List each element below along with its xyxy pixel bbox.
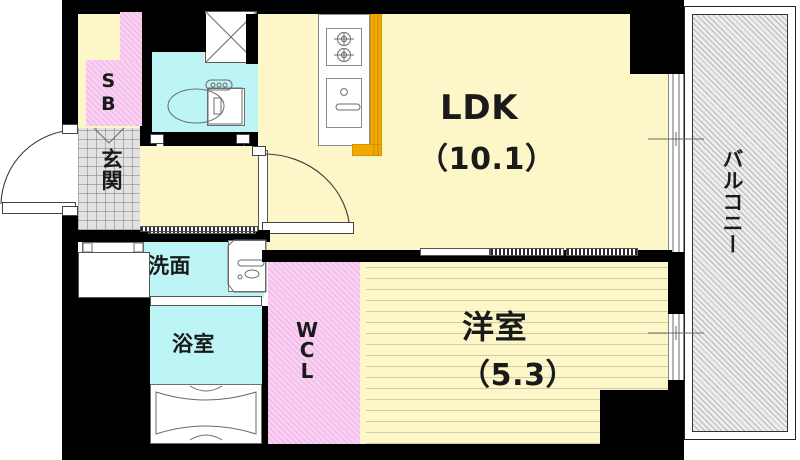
bathtub — [155, 385, 257, 441]
exterior-wall-top — [62, 0, 682, 14]
ldk-area-label: （10.1） — [418, 142, 556, 177]
bedroom-floor — [366, 262, 668, 444]
wall-toilet-bottom — [140, 132, 258, 146]
bedroom-sliding-door-panes — [672, 314, 680, 380]
bedroom-label: 洋室 — [462, 308, 528, 346]
wall-bedroom-bottom-right — [600, 390, 684, 460]
bedroom-closet-strip — [360, 262, 366, 444]
kitchen-counter-accent — [370, 14, 382, 156]
wcl-letter-w: W — [296, 318, 319, 342]
bath-floor — [150, 306, 262, 384]
entrance-tile-floor — [78, 128, 140, 230]
shoebox-main — [86, 60, 142, 126]
ldk-label: LDK — [440, 88, 519, 128]
shoebox-label: SB — [97, 70, 120, 116]
wall-toilet-top-strip — [140, 14, 206, 52]
toilet-door-jamb-right — [236, 134, 250, 144]
entrance-door-jamb-top — [62, 124, 78, 134]
bedroom-area-label: （5.3） — [460, 358, 577, 393]
wall-bath-wcl-divider — [262, 384, 268, 444]
balcony-label: バルコニー — [720, 148, 744, 256]
exterior-wall-right-mid — [668, 252, 684, 314]
vanity-sink-details — [227, 239, 267, 293]
ldk-door-open-marker — [648, 132, 704, 146]
shoebox-riser — [120, 12, 142, 62]
structural-column-ldk — [630, 10, 684, 74]
entrance-door-jamb-bottom — [62, 206, 78, 216]
bedroom-door-open-marker — [648, 326, 704, 340]
entrance-label: 玄関 — [99, 148, 123, 191]
wall-toilet-right — [246, 14, 258, 64]
bath-door-panel[interactable] — [150, 296, 262, 306]
toilet-fixture-tank — [207, 88, 245, 126]
bedroom-upper-band — [420, 248, 490, 256]
corridor-floor — [140, 146, 258, 230]
corridor-door-jamb-top — [252, 146, 266, 156]
washroom-lower-recess — [78, 252, 150, 298]
gas-stove-burners — [334, 32, 354, 62]
bedroom-vent-band-a — [490, 248, 564, 256]
entrance-step-marker — [93, 127, 125, 144]
exterior-wall-bottom — [62, 444, 682, 460]
washroom-label: 洗面 — [148, 254, 191, 278]
toilet-door-jamb-top — [150, 134, 164, 144]
bath-label: 浴室 — [172, 332, 215, 356]
wcl-label: W C L — [296, 318, 319, 383]
bathtub-area — [150, 384, 262, 444]
balcony-surface — [692, 14, 788, 432]
kitchen-faucet — [335, 88, 361, 111]
entrance-door-swing-arc — [0, 129, 77, 205]
entrance-washroom-vent-band — [140, 226, 258, 232]
kitchen-sink — [326, 78, 362, 128]
ldk-balcony-sliding-door[interactable] — [668, 74, 684, 252]
wcl-letter-c: C — [299, 338, 315, 363]
wcl-floor — [268, 262, 360, 444]
wall-wcl-left — [262, 306, 268, 444]
corridor-door-swing-arc — [263, 153, 351, 233]
exterior-wall-left-upper — [62, 0, 78, 128]
wall-bath-corridor — [62, 298, 150, 444]
shoebox-label-text: SB — [97, 70, 120, 116]
bedroom-balcony-sliding-door[interactable] — [668, 314, 684, 380]
wcl-letter-l: L — [300, 358, 314, 383]
ldk-sliding-door-panes — [672, 74, 680, 252]
corridor-door-leaf — [262, 222, 354, 234]
kitchen-counter-accent-lines — [373, 14, 379, 156]
toilet-fixture — [167, 79, 243, 125]
bedroom-vent-band-b — [566, 248, 638, 256]
